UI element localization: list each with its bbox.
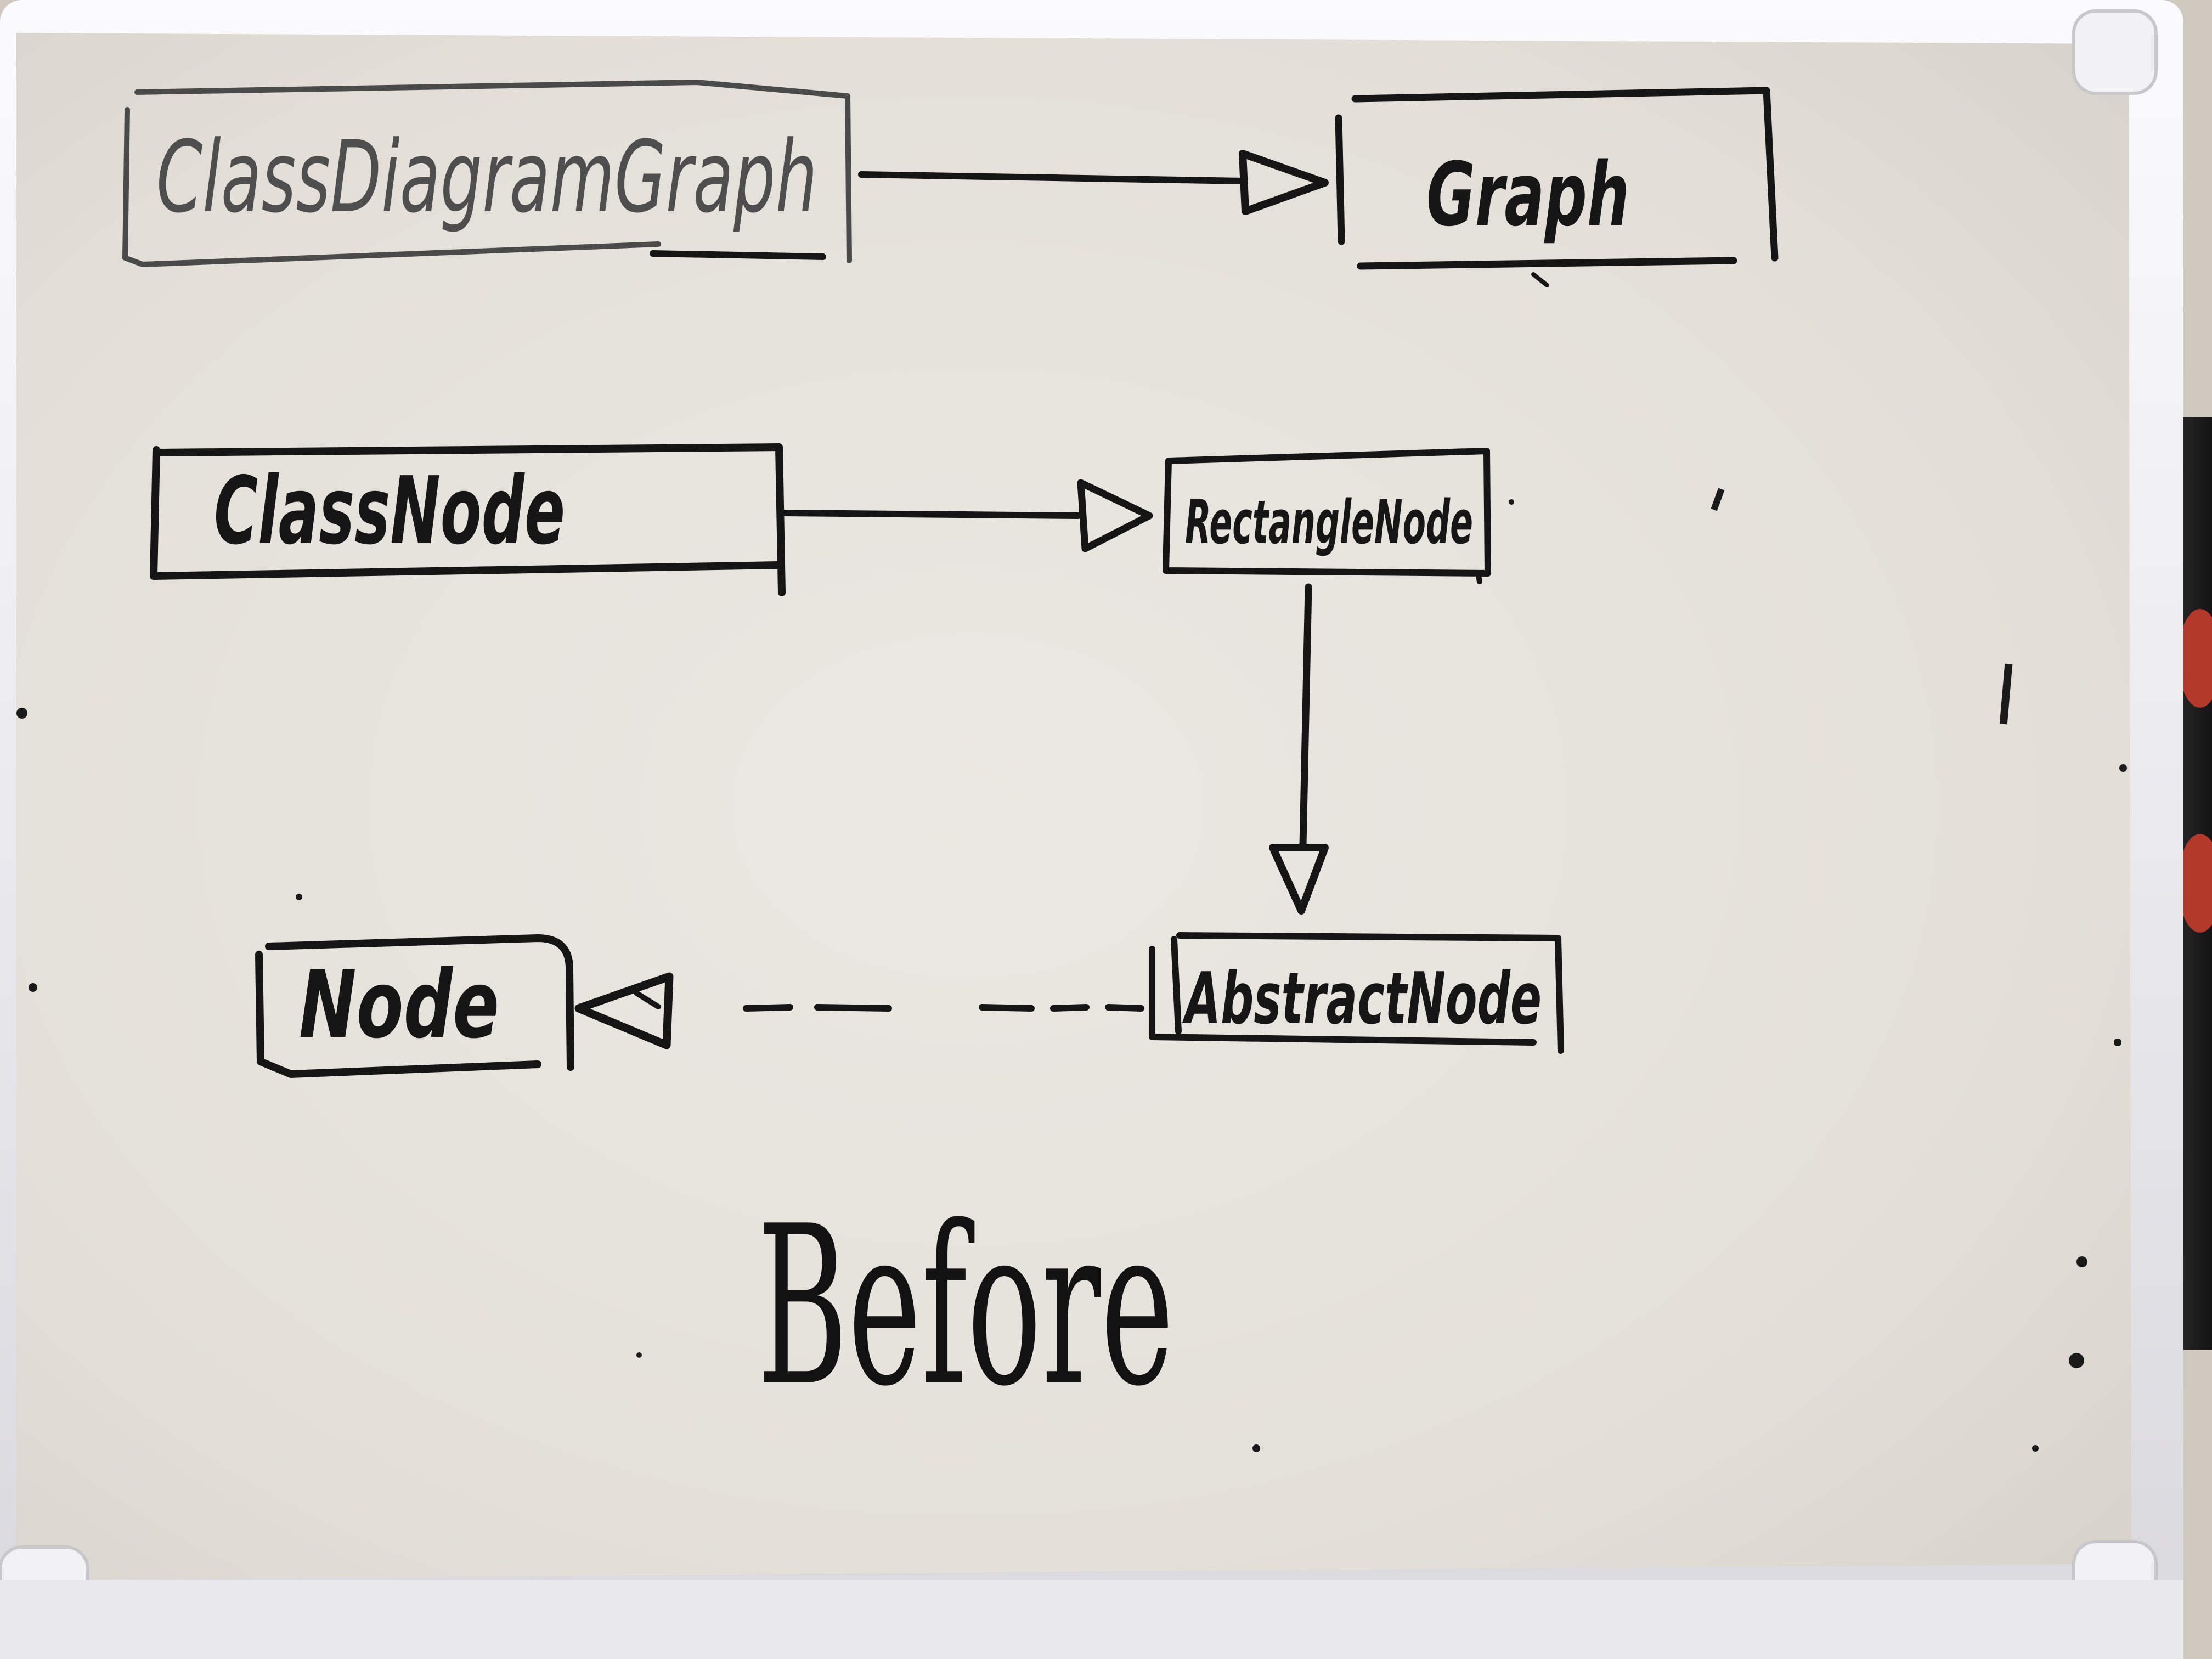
whiteboard-surface — [16, 33, 2131, 1580]
frame-bottom-rail — [0, 1580, 2183, 1659]
red-knob-upper — [2178, 609, 2212, 708]
class-box-class-diagram-graph: ClassDiagramGraph — [122, 80, 852, 267]
diagram-caption: Before — [757, 1180, 1174, 1435]
class-label-graph: Graph — [1426, 143, 1629, 246]
class-box-graph: Graph — [1335, 87, 1779, 287]
frame-corner-top-right — [2072, 9, 2158, 95]
realization-arrow-abstractnode-to-node — [574, 972, 1144, 1049]
class-label-rectangle-node: RectangleNode — [1185, 487, 1473, 557]
class-label-abstract-node: AbstractNode — [1182, 957, 1542, 1040]
class-box-class-node: ClassNode — [150, 443, 786, 596]
generalization-arrow-rectnode-to-abstractnode — [1269, 583, 1329, 915]
generalization-arrow-cdg-to-graph — [858, 150, 1329, 215]
red-knob-lower — [2178, 834, 2212, 933]
class-box-rectangle-node: RectangleNode — [1163, 448, 1491, 584]
class-box-abstract-node: AbstractNode — [1149, 932, 1564, 1054]
class-box-node: Node — [255, 934, 574, 1078]
class-label-class-diagram-graph: ClassDiagramGraph — [156, 120, 817, 235]
marker-smudges — [16, 488, 2127, 1452]
class-label-class-node: ClassNode — [214, 457, 565, 566]
class-label-node: Node — [299, 951, 499, 1059]
generalization-arrow-classnode-to-rectnode — [781, 479, 1153, 552]
